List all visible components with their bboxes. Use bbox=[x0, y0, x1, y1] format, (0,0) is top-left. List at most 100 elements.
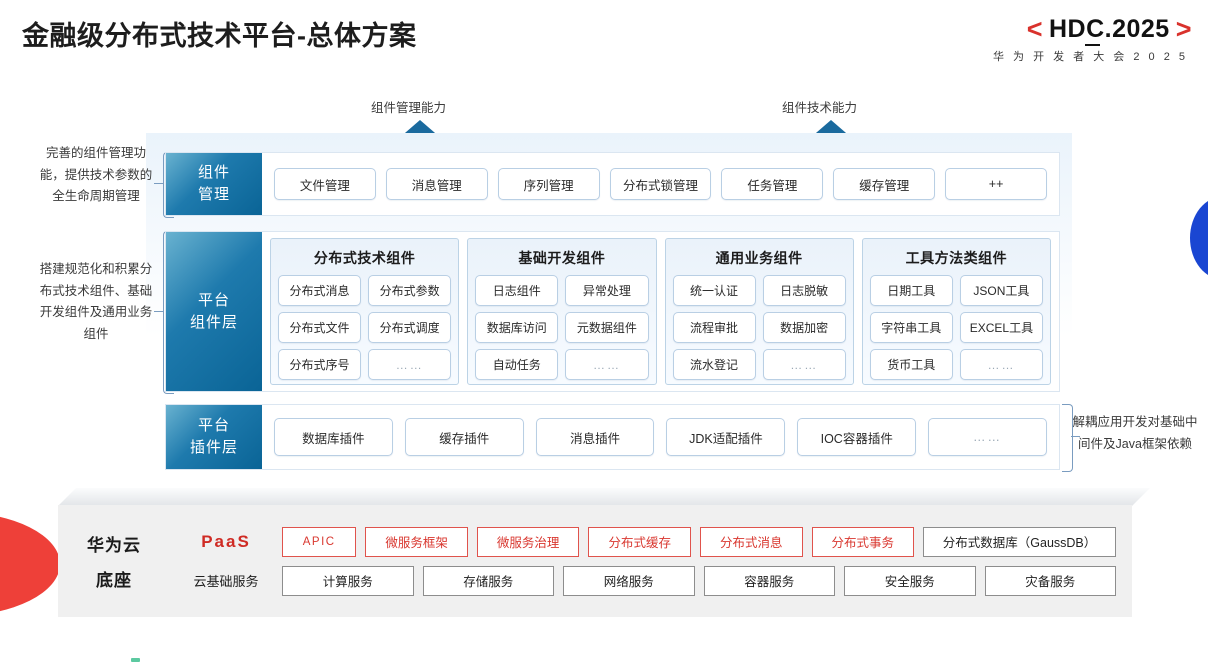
layer-platform-plugin: 平台 插件层 数据库插件缓存插件消息插件 JDK适配插件 IOC容器插件 …… bbox=[165, 404, 1060, 470]
hdc-logo-text: HDC.2025 bbox=[1048, 15, 1170, 46]
green-tick-decoration bbox=[131, 658, 140, 662]
blue-lens-decoration bbox=[1190, 196, 1208, 280]
paas-chip[interactable]: 微服务框架 bbox=[365, 526, 468, 557]
component-management-chip[interactable]: 分布式锁管理 bbox=[609, 168, 712, 200]
layer-label-line-1: 平台 bbox=[197, 417, 230, 435]
component-management-chip[interactable]: 任务管理 bbox=[721, 168, 824, 200]
hdc-logo-subtitle: 华 为 开 发 者 大 会 2 0 2 5 bbox=[992, 51, 1188, 63]
layer-label-line-2: 插件层 bbox=[189, 439, 238, 456]
component-group-chip[interactable]: …… bbox=[565, 349, 649, 380]
component-group-chip[interactable]: 分布式文件 bbox=[278, 312, 362, 343]
component-group-chip[interactable]: 流程审批 bbox=[672, 312, 756, 343]
platform-plugin-chip[interactable]: 数据库插件 bbox=[274, 418, 393, 456]
right-bracket-icon: > bbox=[1175, 14, 1192, 44]
component-group-chip[interactable]: 日志组件 bbox=[475, 275, 559, 306]
bracket-tick-right bbox=[1071, 436, 1080, 438]
cloud-service-chip[interactable]: 计算服务 bbox=[282, 565, 414, 596]
layer-label-platform-plugin: 平台 插件层 bbox=[166, 405, 262, 469]
component-group: 基础开发组件日志组件异常处理数据库访问元数据组件自动任务…… bbox=[467, 238, 657, 385]
capability-label-technology: 组件技术能力 bbox=[782, 101, 858, 115]
layer-label-line-1: 组件 bbox=[197, 164, 230, 182]
cloud-service-chip[interactable]: 网络服务 bbox=[563, 565, 695, 596]
cloud-service-label: 云基础服务 bbox=[193, 574, 259, 589]
paas-chip[interactable]: 分布式数据库（GaussDB） bbox=[923, 526, 1117, 557]
platform-plugin-chip[interactable]: JDK适配插件 bbox=[666, 418, 786, 456]
layer-label-component-management: 组件 管理 bbox=[166, 153, 262, 215]
bracket-tick-middle bbox=[154, 311, 163, 313]
paas-chip[interactable]: 分布式消息 bbox=[699, 526, 803, 557]
layer-platform-component: 平台 组件层 分布式技术组件分布式消息分布式参数分布式文件分布式调度分布式序号…… bbox=[165, 231, 1060, 392]
component-group-chip[interactable]: 自动任务 bbox=[475, 349, 559, 380]
component-group-chip[interactable]: 货币工具 bbox=[869, 349, 953, 380]
capability-label-management: 组件管理能力 bbox=[371, 101, 447, 115]
base-title: 华为云 底座 bbox=[58, 531, 170, 591]
component-group-chip[interactable]: 字符串工具 bbox=[869, 312, 953, 343]
component-group-chip[interactable]: 数据库访问 bbox=[475, 312, 559, 343]
component-group-chip[interactable]: 分布式序号 bbox=[278, 349, 362, 380]
paas-chip[interactable]: APIC bbox=[282, 526, 357, 557]
component-group-chip[interactable]: 统一认证 bbox=[672, 275, 756, 306]
component-group-chip[interactable]: 日志脱敏 bbox=[762, 275, 846, 306]
component-group-chip[interactable]: …… bbox=[368, 349, 452, 380]
cloud-service-chip[interactable]: 容器服务 bbox=[703, 565, 835, 596]
hdc-underline-mark bbox=[1084, 44, 1100, 46]
component-management-chip[interactable]: 缓存管理 bbox=[833, 168, 936, 200]
base-slab-top-face bbox=[58, 488, 1150, 506]
page-title: 金融级分布式技术平台-总体方案 bbox=[22, 21, 417, 51]
hdc-logo: < HDC.2025 > 华 为 开 发 者 大 会 2 0 2 5 bbox=[892, 14, 1192, 64]
paas-chip[interactable]: 微服务治理 bbox=[476, 526, 580, 557]
component-management-chip-list: 文件管理消息管理序列管理分布式锁管理任务管理缓存管理 ++ bbox=[262, 153, 1059, 215]
component-group-title: 基础开发组件 bbox=[518, 250, 606, 266]
hdc-logo-label: HDC.2025 bbox=[1048, 15, 1170, 43]
component-group-chip[interactable]: 日期工具 bbox=[869, 275, 953, 306]
annotation-plugin-decoupling: 解耦应用开发对基础中间件及Java框架依赖 bbox=[1072, 415, 1198, 451]
component-group-chip[interactable]: 分布式参数 bbox=[368, 275, 452, 306]
component-group-chip[interactable]: EXCEL工具 bbox=[959, 312, 1043, 343]
layer-label-line-2: 管理 bbox=[197, 186, 230, 203]
component-group-chip[interactable]: 异常处理 bbox=[565, 275, 649, 306]
component-group-title: 分布式技术组件 bbox=[313, 250, 416, 266]
layer-component-management: 组件 管理 文件管理消息管理序列管理分布式锁管理任务管理缓存管理 ++ bbox=[165, 152, 1060, 216]
component-management-chip[interactable]: 文件管理 bbox=[274, 168, 376, 200]
component-group-chip[interactable]: 分布式消息 bbox=[278, 275, 362, 306]
component-group-title: 通用业务组件 bbox=[715, 250, 803, 266]
cloud-service-chip[interactable]: 存储服务 bbox=[422, 565, 554, 596]
paas-chip[interactable]: 分布式事务 bbox=[811, 526, 915, 557]
component-group-chip[interactable]: 分布式调度 bbox=[368, 312, 452, 343]
annotation-platform-component: 搭建规范化和积累分布式技术组件、基础开发组件及通用业务组件 bbox=[39, 262, 153, 341]
component-management-chip[interactable]: ++ bbox=[945, 168, 1048, 200]
cloud-service-chip[interactable]: 安全服务 bbox=[844, 565, 976, 596]
paas-chip-list: APIC 微服务框架微服务治理分布式缓存分布式消息分布式事务分布式数据库（Gaus… bbox=[282, 526, 1117, 557]
base-row-cloud: 云基础服务 计算服务存储服务网络服务容器服务安全服务灾备服务 bbox=[170, 564, 1116, 598]
platform-plugin-chip[interactable]: IOC容器插件 bbox=[797, 418, 917, 456]
component-group: 通用业务组件统一认证日志脱敏流程审批数据加密流水登记…… bbox=[664, 238, 854, 385]
layer-label-line-1: 平台 bbox=[197, 291, 230, 309]
platform-plugin-chip[interactable]: 消息插件 bbox=[535, 418, 655, 456]
layer-label-platform-component: 平台 组件层 bbox=[166, 232, 262, 391]
base-title-line-1: 华为云 bbox=[87, 536, 141, 555]
component-group-chip[interactable]: 数据加密 bbox=[762, 312, 846, 343]
paas-chip[interactable]: 分布式缓存 bbox=[588, 526, 691, 557]
bracket-connector-right bbox=[1062, 404, 1073, 472]
component-management-chip[interactable]: 序列管理 bbox=[497, 168, 600, 200]
annotation-component-management: 完善的组件管理功能，提供技术参数的全生命周期管理 bbox=[39, 146, 153, 203]
component-group-chip[interactable]: 元数据组件 bbox=[565, 312, 649, 343]
platform-component-group-list: 分布式技术组件分布式消息分布式参数分布式文件分布式调度分布式序号……基础开发组件… bbox=[262, 232, 1059, 391]
left-bracket-icon: < bbox=[1026, 14, 1043, 44]
component-group-chip[interactable]: …… bbox=[762, 349, 846, 380]
platform-plugin-chip[interactable]: …… bbox=[928, 418, 1047, 456]
bracket-tick-top bbox=[154, 183, 163, 185]
component-group-chip[interactable]: JSON工具 bbox=[959, 275, 1043, 306]
component-group: 分布式技术组件分布式消息分布式参数分布式文件分布式调度分布式序号…… bbox=[270, 238, 460, 385]
component-management-chip[interactable]: 消息管理 bbox=[385, 168, 488, 200]
cloud-service-chip[interactable]: 灾备服务 bbox=[984, 565, 1116, 596]
base-title-line-2: 底座 bbox=[96, 571, 132, 590]
component-group-chip[interactable]: …… bbox=[959, 349, 1043, 380]
red-wedge-decoration bbox=[0, 512, 60, 616]
component-group-chip[interactable]: 流水登记 bbox=[672, 349, 756, 380]
platform-plugin-chip[interactable]: 缓存插件 bbox=[404, 418, 524, 456]
component-group-title: 工具方法类组件 bbox=[905, 250, 1008, 266]
